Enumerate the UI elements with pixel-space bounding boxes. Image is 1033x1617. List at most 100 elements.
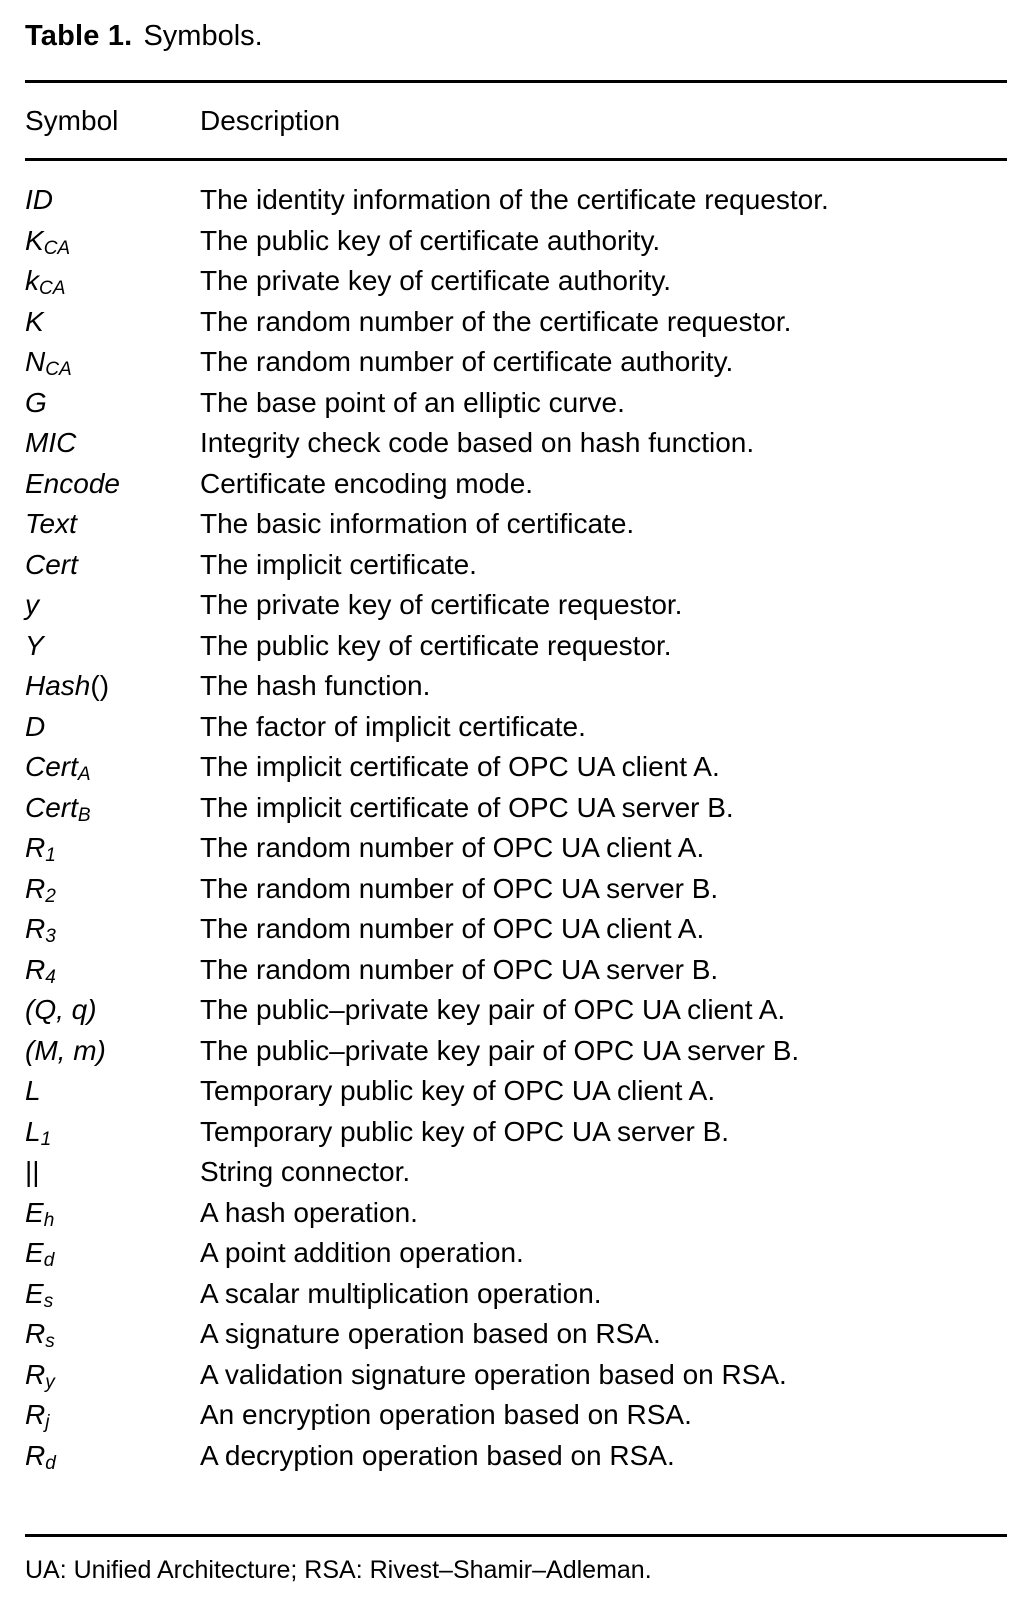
symbol-subscript: 1: [45, 845, 56, 867]
description-cell: The identity information of the certific…: [200, 184, 829, 215]
symbol-cell: (Q, q): [25, 990, 97, 1031]
symbol-base: R: [25, 872, 46, 904]
symbol-base: y: [25, 589, 39, 620]
symbol-base: Text: [25, 508, 77, 539]
symbol-base: R: [25, 1399, 46, 1430]
symbol-base: G: [25, 386, 47, 418]
symbol-cell: ID: [25, 180, 53, 221]
description-cell: The public key of certificate authority.: [200, 224, 661, 256]
table-row: Y The public key of certificate requestor…: [0, 626, 1033, 667]
description-cell: The random number of OPC UA server B.: [200, 872, 719, 904]
symbol-subscript: 2: [45, 885, 56, 907]
symbol-base: E: [25, 1196, 44, 1228]
symbol-base: E: [25, 1237, 44, 1268]
description-cell: The implicit certificate of OPC UA clien…: [200, 751, 720, 782]
symbol-subscript: 1: [40, 1128, 52, 1150]
symbol-subscript: d: [45, 1452, 56, 1474]
description-cell: The base point of an elliptic curve.: [200, 386, 625, 418]
symbol-cell: Rd: [25, 1436, 56, 1477]
symbol-cell: Cert: [25, 545, 78, 586]
symbol-subscript: d: [43, 1250, 55, 1272]
symbol-base: k: [25, 265, 39, 296]
symbol-cell: Eh: [25, 1193, 54, 1234]
description-cell: A validation signature operation based o…: [200, 1358, 787, 1390]
symbol-base: R: [25, 1439, 46, 1471]
symbol-base: Hash: [25, 670, 91, 701]
description-cell: The public key of certificate requestor.: [200, 629, 672, 661]
symbol-subscript: CA: [45, 359, 72, 381]
symbol-subscript: j: [45, 1412, 50, 1434]
symbol-subscript: B: [77, 804, 91, 826]
table-rule-header: [25, 158, 1007, 161]
symbol-subscript: 4: [45, 966, 56, 988]
table-caption-label: Table 1.: [25, 20, 133, 52]
symbol-cell: MIC: [25, 423, 76, 464]
table-row: MIC Integrity check code based on hash fu…: [0, 423, 1033, 464]
table-row: ID The identity information of the certif…: [0, 180, 1033, 221]
symbol-cell: CertA: [25, 747, 91, 788]
symbol-cell: (M, m): [25, 1031, 106, 1072]
symbol-cell: CertB: [25, 788, 91, 829]
description-cell: A hash operation.: [200, 1196, 418, 1228]
symbol-cell: R2: [25, 869, 56, 910]
symbol-cell: y: [25, 585, 39, 626]
description-cell: A point addition operation.: [200, 1237, 524, 1268]
table-row: Cert The implicit certificate.: [0, 545, 1033, 586]
symbol-subscript: CA: [43, 237, 71, 259]
symbol-base: ID: [25, 184, 53, 215]
description-cell: The private key of certificate requestor…: [200, 589, 683, 620]
description-cell: Certificate encoding mode.: [200, 467, 534, 499]
table-rule-bottom: [25, 1534, 1007, 1537]
description-cell: The random number of OPC UA server B.: [200, 953, 719, 985]
table-footnote: UA: Unified Architecture; RSA: Rivest–Sh…: [25, 1556, 652, 1584]
symbol-cell: D: [25, 707, 45, 748]
symbol-base: L: [25, 1075, 41, 1106]
table-rule-top: [25, 80, 1007, 83]
description-cell: The implicit certificate.: [200, 548, 477, 580]
symbol-cell: Y: [25, 626, 44, 667]
table-row: ||String connector.: [0, 1152, 1033, 1193]
description-cell: The public–private key pair of OPC UA se…: [200, 1034, 800, 1066]
column-header-symbol: Symbol: [25, 105, 119, 136]
symbol-base: Encode: [25, 467, 120, 499]
description-cell: Temporary public key of OPC UA server B.: [200, 1115, 730, 1147]
symbol-base: L: [25, 1115, 41, 1147]
symbol-cell: K: [25, 302, 44, 343]
table-row: Rd A decryption operation based on RSA.: [0, 1436, 1033, 1477]
table-row: Eh A hash operation.: [0, 1193, 1033, 1234]
symbol-subscript: h: [43, 1209, 55, 1231]
column-header-description: Description: [200, 105, 341, 136]
table-row: G The base point of an elliptic curve.: [0, 383, 1033, 424]
description-cell: The random number of OPC UA client A.: [200, 832, 705, 863]
symbol-cell: NCA: [25, 342, 72, 383]
symbol-base: E: [25, 1277, 44, 1309]
symbol-cell: L: [25, 1071, 41, 1112]
symbol-base: R: [25, 832, 46, 863]
symbol-subscript: CA: [39, 278, 66, 300]
table-row: CertA The implicit certificate of OPC UA …: [0, 747, 1033, 788]
symbol-cell: Es: [25, 1274, 53, 1315]
table-row: (M, m) The public–private key pair of OPC…: [0, 1031, 1033, 1072]
description-cell: Integrity check code based on hash funct…: [200, 427, 755, 458]
symbol-cell: R4: [25, 950, 56, 991]
symbol-cell: ||: [25, 1152, 40, 1193]
table-row: (Q, q)The public–private key pair of OPC…: [0, 990, 1033, 1031]
symbol-cell: KCA: [25, 221, 70, 262]
symbol-base: R: [25, 913, 46, 944]
description-cell: An encryption operation based on RSA.: [200, 1399, 692, 1430]
symbol-base: R: [25, 953, 46, 985]
symbol-subscript: 3: [45, 926, 56, 948]
table-row: KCA The public key of certificate authori…: [0, 221, 1033, 262]
symbol-subscript: s: [43, 1290, 54, 1312]
description-cell: A decryption operation based on RSA.: [200, 1439, 675, 1471]
table-row: R2 The random number of OPC UA server B.: [0, 869, 1033, 910]
symbol-base: D: [25, 710, 46, 742]
